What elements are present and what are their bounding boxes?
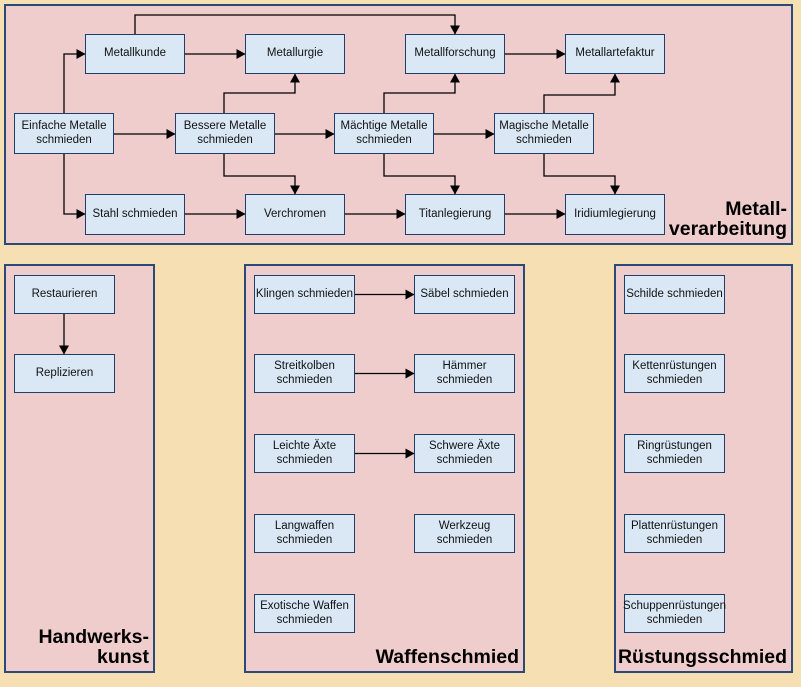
node-label: Mächtige Metalle schmieden bbox=[340, 120, 428, 146]
section-title-waffenschmied: Waffenschmied bbox=[375, 646, 519, 668]
node-metallforschung[interactable]: Metallforschung bbox=[405, 34, 505, 74]
node-label: Schwere Äxte schmieden bbox=[429, 440, 500, 466]
node-exotische-waffen[interactable]: Exotische Waffen schmieden bbox=[254, 594, 355, 633]
node-plattenruestungen[interactable]: Plattenrüstungen schmieden bbox=[624, 514, 725, 553]
section-title-ruestungsschmied: Rüstungsschmied bbox=[617, 646, 787, 668]
node-label: Metallkunde bbox=[103, 47, 166, 60]
node-langwaffen[interactable]: Langwaffen schmieden bbox=[254, 514, 355, 553]
node-label: Replizieren bbox=[35, 366, 94, 379]
node-label: Ringrüstungen schmieden bbox=[637, 440, 712, 466]
node-metallkunde[interactable]: Metallkunde bbox=[85, 34, 185, 74]
node-label: Metallartefaktur bbox=[575, 47, 655, 60]
node-label: Magische Metalle schmieden bbox=[499, 120, 589, 146]
node-label: Metallurgie bbox=[266, 47, 324, 60]
node-label: Exotische Waffen schmieden bbox=[260, 600, 349, 626]
node-label: Leichte Äxte schmieden bbox=[272, 440, 337, 466]
node-verchromen[interactable]: Verchromen bbox=[245, 194, 345, 235]
node-label: Stahl schmieden bbox=[92, 207, 178, 220]
node-label: Schilde schmieden bbox=[626, 287, 723, 300]
node-metallartefaktur[interactable]: Metallartefaktur bbox=[565, 34, 665, 74]
node-label: Langwaffen schmieden bbox=[274, 520, 335, 546]
section-title-handwerkskunst: Handwerks- kunst bbox=[38, 626, 149, 668]
node-metallurgie[interactable]: Metallurgie bbox=[245, 34, 345, 74]
node-replizieren[interactable]: Replizieren bbox=[14, 354, 115, 393]
node-schuppenruestungen[interactable]: Schuppenrüstungen schmieden bbox=[623, 594, 726, 633]
node-haemmer[interactable]: Hämmer schmieden bbox=[414, 354, 515, 393]
node-label: Plattenrüstungen schmieden bbox=[631, 520, 718, 546]
node-ringruestungen[interactable]: Ringrüstungen schmieden bbox=[624, 434, 725, 473]
node-kettenruestungen[interactable]: Kettenrüstungen schmieden bbox=[624, 354, 725, 393]
node-magische-metalle[interactable]: Magische Metalle schmieden bbox=[494, 113, 594, 154]
node-label: Restaurieren bbox=[31, 287, 98, 300]
node-einfache-metalle[interactable]: Einfache Metalle schmieden bbox=[14, 113, 114, 154]
node-label: Schuppenrüstungen schmieden bbox=[623, 600, 726, 626]
node-label: Bessere Metalle schmieden bbox=[183, 120, 267, 146]
node-restaurieren[interactable]: Restaurieren bbox=[14, 275, 115, 314]
node-label: Werkzeug schmieden bbox=[436, 520, 493, 546]
node-label: Metallforschung bbox=[414, 47, 496, 60]
node-label: Streitkolben schmieden bbox=[274, 360, 335, 386]
node-label: Hämmer schmieden bbox=[436, 360, 493, 386]
node-stahl[interactable]: Stahl schmieden bbox=[85, 194, 185, 235]
node-bessere-metalle[interactable]: Bessere Metalle schmieden bbox=[175, 113, 275, 154]
section-handwerkskunst: Handwerks- kunst bbox=[4, 264, 155, 673]
section-title-metallverarbeitung: Metall- verarbeitung bbox=[668, 198, 787, 240]
node-label: Iridiumlegierung bbox=[574, 207, 656, 220]
node-label: Säbel schmieden bbox=[420, 287, 509, 300]
node-klingen[interactable]: Klingen schmieden bbox=[254, 275, 355, 314]
node-schilde[interactable]: Schilde schmieden bbox=[624, 275, 725, 314]
node-leichte-aexte[interactable]: Leichte Äxte schmieden bbox=[254, 434, 355, 473]
node-label: Titanlegierung bbox=[418, 207, 492, 220]
node-label: Einfache Metalle schmieden bbox=[21, 120, 107, 146]
node-label: Kettenrüstungen schmieden bbox=[632, 360, 717, 386]
node-schwere-aexte[interactable]: Schwere Äxte schmieden bbox=[414, 434, 515, 473]
node-iridiumlegierung[interactable]: Iridiumlegierung bbox=[565, 194, 665, 235]
node-label: Verchromen bbox=[263, 207, 326, 220]
node-werkzeug[interactable]: Werkzeug schmieden bbox=[414, 514, 515, 553]
node-maechtige-metalle[interactable]: Mächtige Metalle schmieden bbox=[334, 113, 434, 154]
node-saebel[interactable]: Säbel schmieden bbox=[414, 275, 515, 314]
node-streitkolben[interactable]: Streitkolben schmieden bbox=[254, 354, 355, 393]
node-titanlegierung[interactable]: Titanlegierung bbox=[405, 194, 505, 235]
node-label: Klingen schmieden bbox=[255, 287, 354, 300]
